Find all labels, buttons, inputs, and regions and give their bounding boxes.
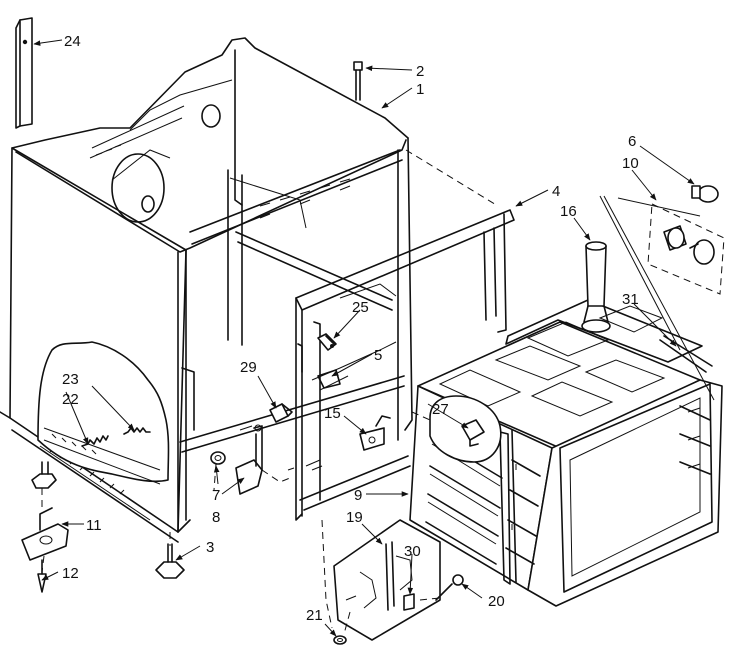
screw-part-20 — [435, 574, 464, 601]
callout-30: 30 — [404, 543, 421, 560]
callout-7: 7 — [212, 487, 220, 504]
callout-4: 4 — [552, 183, 560, 200]
callout-5: 5 — [374, 347, 382, 364]
lamp-assembly-part-10 — [647, 203, 725, 295]
cabinet-body — [0, 37, 413, 543]
callout-2: 2 — [416, 63, 424, 80]
bracket-part-24 — [15, 17, 33, 129]
bracket-part-5 — [317, 369, 341, 389]
spring-part-23 — [123, 427, 151, 435]
callout-22: 22 — [62, 391, 79, 408]
bracket-part-11 — [21, 507, 69, 561]
leveling-leg-part-3 — [155, 543, 185, 579]
screw-part-2 — [353, 61, 363, 101]
callout-12: 12 — [62, 565, 79, 582]
callout-19: 19 — [346, 509, 363, 526]
fastener-part-21 — [333, 635, 347, 645]
fitting-part-29 — [269, 403, 293, 423]
vent-tube-part-16 — [581, 241, 611, 333]
callout-29: 29 — [240, 359, 257, 376]
callout-23: 23 — [62, 371, 79, 388]
fitting-part-25 — [317, 333, 337, 351]
callout-21: 21 — [306, 607, 323, 624]
front-frame-part-4 — [295, 209, 515, 521]
callout-8: 8 — [212, 509, 220, 526]
spring-part-22 — [81, 435, 109, 447]
leader-part-31 — [599, 195, 715, 401]
callout-25: 25 — [352, 299, 369, 316]
callout-31: 31 — [622, 291, 639, 308]
callout-27: 27 — [432, 401, 449, 418]
callout-10: 10 — [622, 155, 639, 172]
hinge-part-8 — [235, 424, 263, 495]
light-bulb-part-6 — [691, 185, 719, 203]
callout-3: 3 — [206, 539, 214, 556]
access-panel-part-19 — [333, 519, 441, 641]
leg-part-12 — [37, 559, 47, 593]
callout-1: 1 — [416, 81, 424, 98]
callout-6: 6 — [628, 133, 636, 150]
callout-24: 24 — [64, 33, 81, 50]
callout-11: 11 — [86, 517, 102, 534]
callout-9: 9 — [354, 487, 362, 504]
nut-part-7 — [210, 451, 226, 465]
callout-15: 15 — [324, 405, 341, 422]
callout-labels: 24 2 1 6 10 4 16 31 25 5 29 15 23 22 27 … — [62, 33, 639, 624]
callout-leaders — [33, 39, 695, 637]
callout-16: 16 — [560, 203, 577, 220]
leveling-leg-top-left — [31, 461, 57, 489]
callout-20: 20 — [488, 593, 505, 610]
